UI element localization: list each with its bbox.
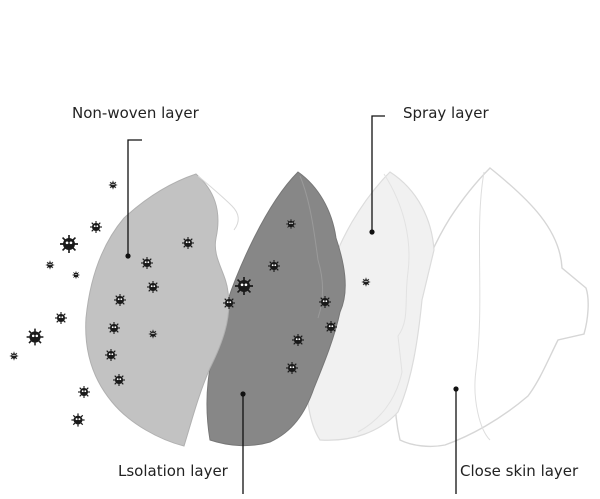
label-non-woven-layer: Non-woven layer [72, 104, 199, 122]
label-spray-layer: Spray layer [403, 104, 489, 122]
leader-lines [125, 115, 459, 494]
leader-line-spray [371, 115, 385, 232]
leader-dot-close-skin [453, 386, 459, 392]
spray-layer-shape [306, 171, 435, 441]
label-isolation-layer: Lsolation layer [118, 462, 228, 480]
leader-line-non-woven [127, 139, 142, 255]
label-close-skin-layer: Close skin layer [460, 462, 579, 480]
leader-dot-non-woven [125, 253, 131, 259]
leader-dot-spray [369, 229, 375, 235]
leader-dot-isolation [240, 391, 246, 397]
